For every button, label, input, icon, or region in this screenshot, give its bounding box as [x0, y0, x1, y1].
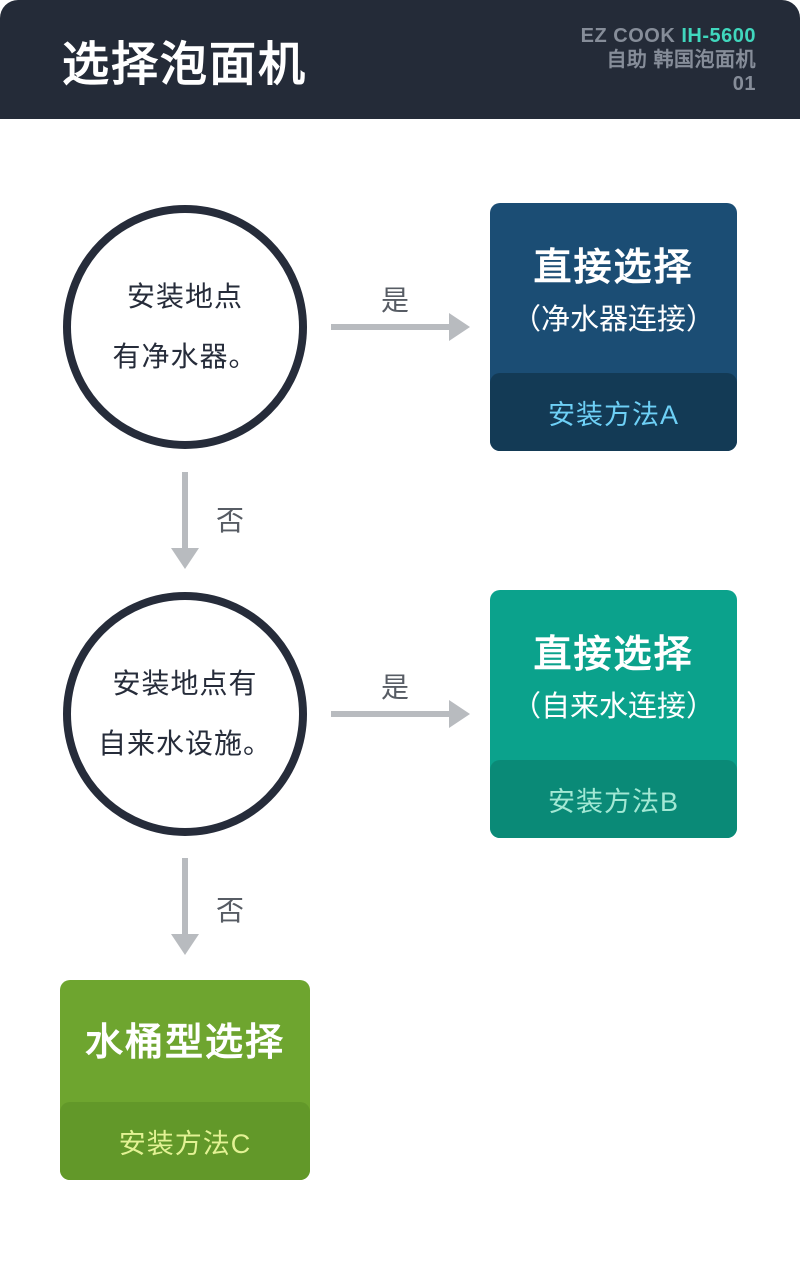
edge-label-yes: 是 — [381, 285, 410, 316]
result-box-method-c: 水桶型选择 安装方法C — [60, 980, 310, 1180]
decision-text-line: 有净水器。 — [112, 341, 258, 372]
result-title: 直接选择 — [533, 247, 694, 289]
result-box-body: 水桶型选择 — [60, 980, 310, 1070]
decision-node-tap-water: 安装地点有 自来水设施。 — [63, 592, 307, 836]
result-subtitle: （自来水连接） — [511, 691, 715, 723]
result-title: 直接选择 — [533, 634, 694, 676]
decision-text-line: 自来水设施。 — [97, 728, 272, 759]
edge-label-no: 否 — [216, 505, 245, 536]
result-box-body: 直接选择 （净水器连接） — [490, 203, 737, 345]
method-label-a: 安装方法A — [490, 373, 737, 451]
result-box-method-a: 直接选择 （净水器连接） 安装方法A — [490, 203, 737, 451]
arrow-right-icon — [331, 324, 449, 330]
edge-label-no: 否 — [216, 895, 245, 926]
brand-text: EZ COOK — [580, 25, 676, 47]
header-subtitle: 自助 韩国泡面机 — [606, 49, 756, 71]
decision-text-line: 安装地点有 — [112, 668, 258, 699]
arrow-down-icon — [182, 472, 188, 548]
method-label-b: 安装方法B — [490, 760, 737, 838]
header: 选择泡面机 EZ COOK IH-5600 自助 韩国泡面机 01 — [0, 0, 800, 119]
product-line: EZ COOK IH-5600 — [581, 24, 756, 48]
page-title: 选择泡面机 — [62, 37, 307, 90]
result-title: 水桶型选择 — [84, 1022, 285, 1064]
arrow-down-icon — [182, 858, 188, 934]
result-subtitle: （净水器连接） — [511, 304, 715, 336]
method-label-c: 安装方法C — [60, 1102, 310, 1180]
decision-node-water-purifier: 安装地点 有净水器。 — [63, 205, 307, 449]
result-box-body: 直接选择 （自来水连接） — [490, 590, 737, 732]
arrow-right-icon — [331, 711, 449, 717]
decision-text-line: 安装地点 — [126, 281, 243, 312]
page-number: 01 — [732, 73, 756, 95]
edge-label-yes: 是 — [381, 672, 410, 703]
header-meta: EZ COOK IH-5600 自助 韩国泡面机 01 — [581, 24, 756, 96]
model-text: IH-5600 — [681, 25, 756, 47]
result-box-method-b: 直接选择 （自来水连接） 安装方法B — [490, 590, 737, 838]
